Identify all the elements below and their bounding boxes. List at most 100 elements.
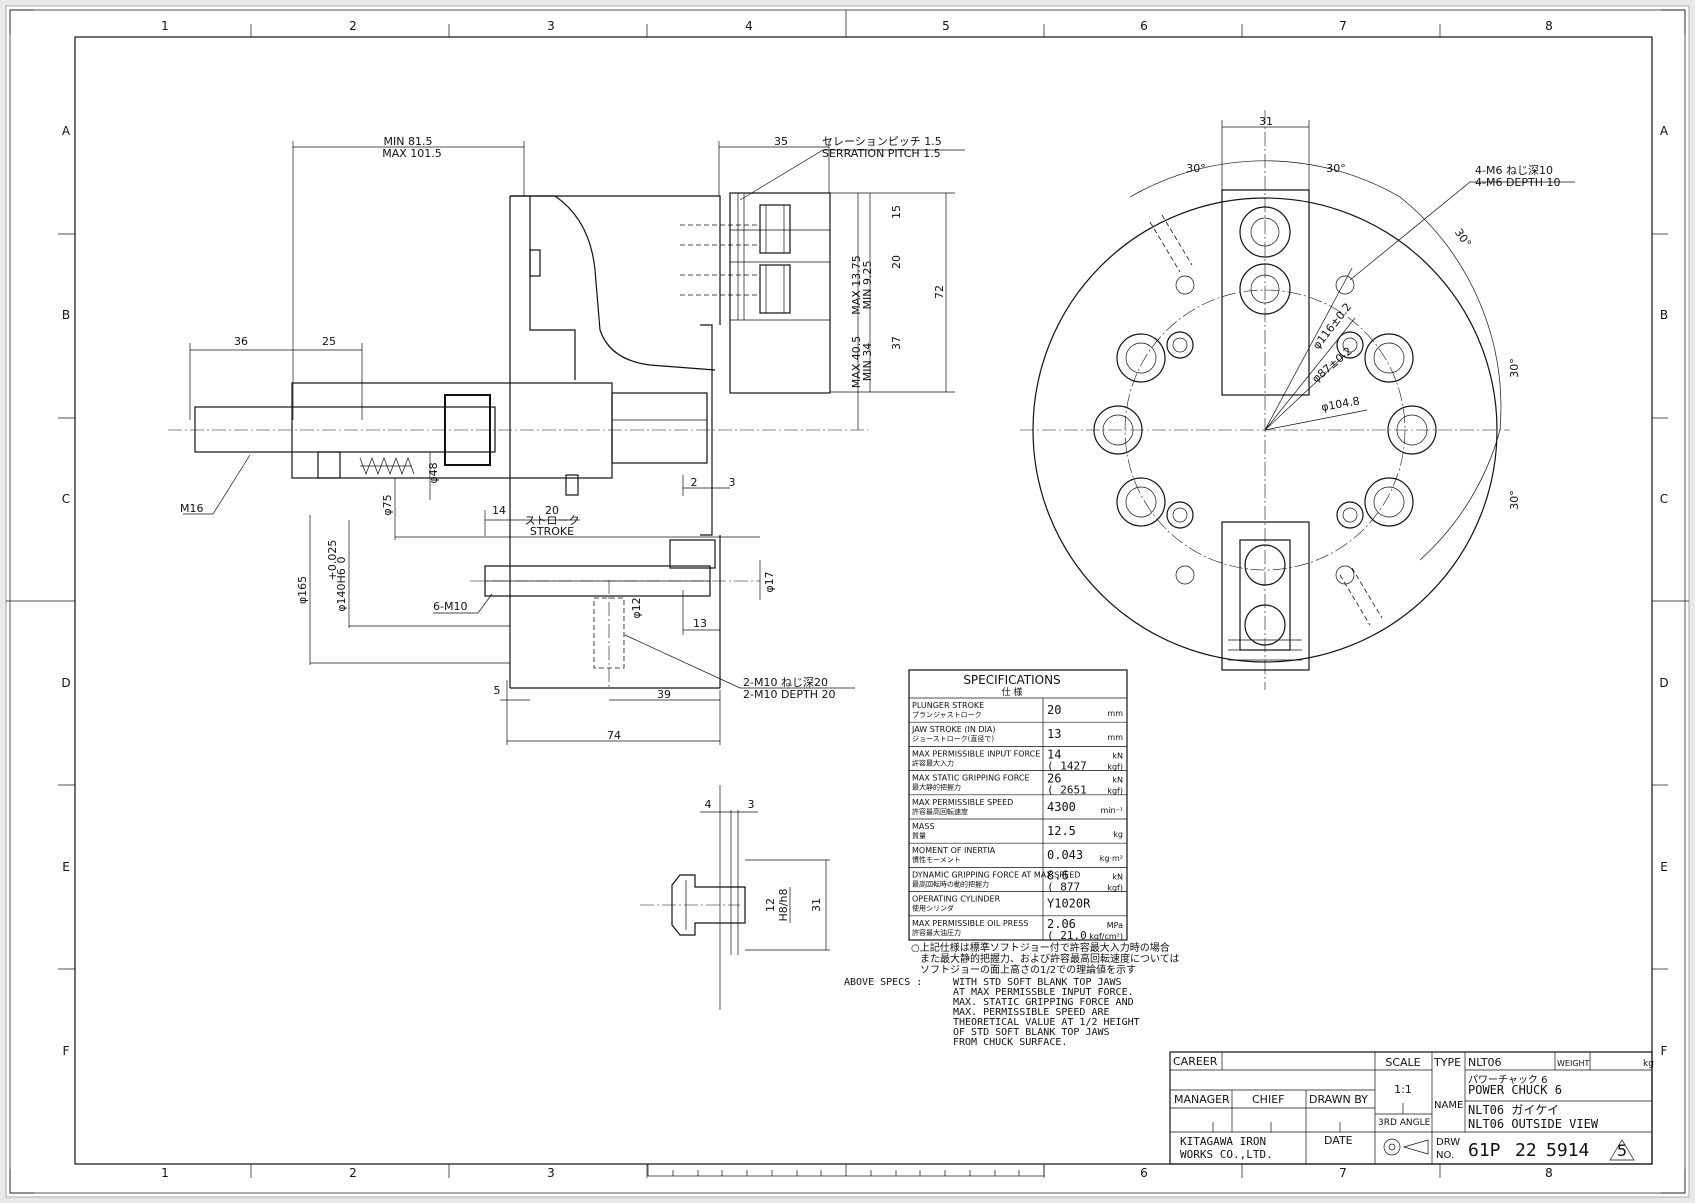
label-6-m10: 6-M10 <box>433 600 467 613</box>
row-label: C <box>1660 492 1668 506</box>
tb-company-2: WORKS CO.,LTD. <box>1180 1148 1273 1161</box>
spec-unit: kg <box>1113 830 1123 839</box>
col-label: 5 <box>942 19 950 33</box>
tb-type-value: NLT06 <box>1468 1056 1502 1069</box>
row-label: C <box>62 492 70 506</box>
spec-label-jp: 慣性モーメント <box>912 855 961 864</box>
jaw-dim-h8: H8/h8 <box>777 889 790 922</box>
dim-14: 14 <box>492 504 506 517</box>
tb-company-1: KITAGAWA IRON <box>1180 1135 1266 1148</box>
col-label: 8 <box>1545 1166 1553 1180</box>
dim-36: 36 <box>234 335 248 348</box>
spec-value: 20 <box>1047 703 1061 717</box>
dim-phi140: φ140H6 <box>335 568 348 612</box>
note-jp-1: ○上記仕様は標準ソフトジョー付で許容最大入力時の場合 <box>911 941 1170 954</box>
spec-label-en: MAX STATIC GRIPPING FORCE <box>912 774 1030 783</box>
spec-unit-secondary: kgf/cm²) <box>1089 932 1123 941</box>
dim-max: MAX 101.5 <box>382 147 442 160</box>
stroke-label-en: STROKE <box>530 525 574 538</box>
row-label: D <box>61 676 70 690</box>
spec-value-secondary: ( 1427 <box>1047 759 1087 772</box>
tb-name-jp: パワーチャック 6 <box>1468 1074 1547 1086</box>
spec-value: 26 <box>1047 772 1061 786</box>
jaw-dim-31: 31 <box>810 898 823 912</box>
dim-25: 25 <box>322 335 336 348</box>
title-block: CAREER SCALE 1:1 TYPE NLT06 WEIGHT kg パワ… <box>1169 1051 1654 1165</box>
spec-value: 0.043 <box>1047 848 1083 862</box>
angle-30-d: 30° <box>1508 358 1521 378</box>
dim-phi12: φ12 <box>630 597 643 618</box>
dim-phi75: φ75 <box>381 494 394 515</box>
spec-label-en: MAX PERMISSIBLE SPEED <box>912 798 1013 807</box>
dim-72: 72 <box>933 285 946 299</box>
tb-drw-2: NO. <box>1436 1150 1454 1161</box>
spec-unit: kN <box>1112 776 1123 785</box>
spec-unit: mm <box>1107 733 1123 742</box>
spec-unit-secondary: kgf) <box>1107 787 1123 796</box>
spec-label-jp: ジョーストローク(直径で) <box>912 734 994 743</box>
tb-drw-number-1: 61P <box>1468 1140 1501 1161</box>
dim-phi165: φ165 <box>296 576 309 604</box>
dim-39: 39 <box>657 688 671 701</box>
third-angle-projection-icon <box>1383 1138 1429 1156</box>
dim-5: 5 <box>494 684 501 697</box>
tb-drw-number-2: 22 <box>1515 1140 1537 1161</box>
spec-title: SPECIFICATIONS <box>963 673 1060 687</box>
note-en-4: MAX. PERMISSIBLE SPEED ARE <box>953 1007 1110 1018</box>
tb-drw-1: DRW <box>1436 1137 1460 1148</box>
spec-unit-secondary: kgf) <box>1107 883 1123 892</box>
row-label: E <box>1660 860 1668 874</box>
tb-name-line3: NLT06 ガイケイ <box>1468 1103 1559 1117</box>
spec-value-secondary: ( 2651 <box>1047 784 1087 797</box>
tb-manager: MANAGER <box>1174 1093 1230 1106</box>
tb-type-label: TYPE <box>1433 1056 1461 1069</box>
side-section-view: MIN 81.5 MAX 101.5 35 セレーションピッチ 1.5 SERR… <box>168 135 965 745</box>
tb-weight-label: WEIGHT <box>1557 1059 1590 1068</box>
m6-label-en: 4-M6 DEPTH 10 <box>1475 176 1561 189</box>
spec-unit-secondary: kgf) <box>1107 762 1123 771</box>
dim-plunger-max: MAX 40.5 <box>850 336 863 389</box>
mounting-holes <box>1093 331 1437 529</box>
spec-label-jp: 最大静的把握力 <box>912 783 961 792</box>
dim-plunger-min: MIN 34 <box>861 343 874 381</box>
col-label: 1 <box>161 1166 169 1180</box>
column-labels-bottom: 1 2 3 6 7 8 <box>161 1166 1553 1180</box>
spec-label-en: JAW STROKE (IN DIA) <box>911 725 996 734</box>
serration-label-en: SERRATION PITCH 1.5 <box>822 147 941 160</box>
col-label: 6 <box>1140 1166 1148 1180</box>
spec-label-en: PLUNGER STROKE <box>912 701 984 710</box>
spec-label-jp: 許容最高回転速度 <box>912 807 968 816</box>
dim-2: 2 <box>691 476 698 489</box>
spec-value: 4300 <box>1047 800 1076 814</box>
tb-name-line4: NLT06 OUTSIDE VIEW <box>1468 1117 1599 1131</box>
row-label: F <box>63 1044 70 1058</box>
spec-unit: mm <box>1107 709 1123 718</box>
note-en-label: ABOVE SPECS : <box>844 977 922 988</box>
spec-label-jp: 許容最大入力 <box>912 758 954 767</box>
spec-unit: kN <box>1112 751 1123 760</box>
label-2-m10-en: 2-M10 DEPTH 20 <box>743 688 836 701</box>
dim-20-vertical: 20 <box>890 255 903 269</box>
spec-label-jp: プランジャストローク <box>912 711 982 719</box>
tb-revision: 5 <box>1617 1141 1627 1160</box>
row-label: A <box>62 124 71 138</box>
spec-value: 2.06 <box>1047 917 1076 931</box>
row-label: B <box>1660 308 1668 322</box>
note-en-6: OF STD SOFT BLANK TOP JAWS <box>953 1027 1110 1038</box>
angle-30-e: 30° <box>1508 490 1521 510</box>
dim-jaw-min: MIN 9.25 <box>861 261 874 310</box>
spec-value: Y1020R <box>1047 897 1091 911</box>
col-label: 3 <box>547 19 555 33</box>
row-label: E <box>62 860 70 874</box>
spec-value-secondary: ( 21.0 <box>1047 929 1087 942</box>
spec-value: 13 <box>1047 727 1061 741</box>
spec-label-jp: 許容最大油圧力 <box>912 928 961 937</box>
spec-title-jp: 仕 様 <box>1002 686 1023 698</box>
dim-37: 37 <box>890 336 903 350</box>
column-labels-top: 1 2 3 4 5 6 7 8 <box>161 19 1553 33</box>
note-en-2: AT MAX PERMISSBLE INPUT FORCE. <box>953 987 1134 998</box>
col-label: 7 <box>1339 1166 1347 1180</box>
dim-min: MIN 81.5 <box>384 135 433 148</box>
spec-label-en: DYNAMIC GRIPPING FORCE AT MAX SPEED <box>912 870 1080 879</box>
